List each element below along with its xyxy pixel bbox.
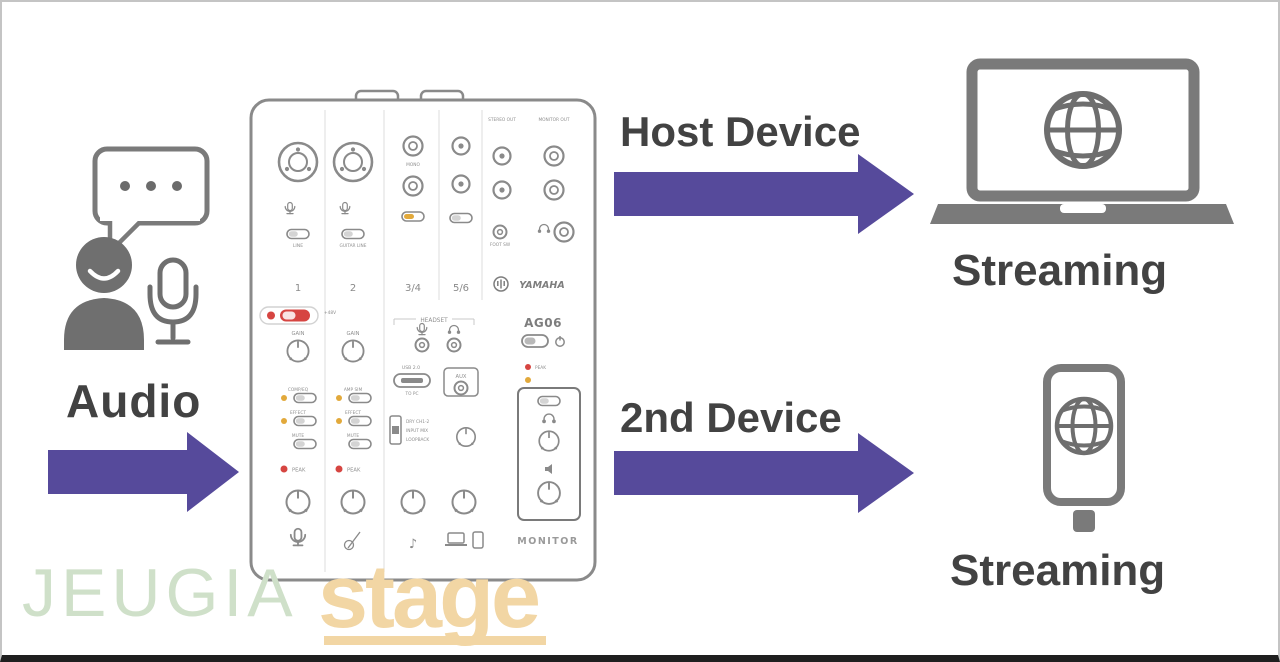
monitor-label: MONITOR: [517, 536, 578, 547]
phone-globe-icon: [1043, 364, 1125, 532]
person-icon: [64, 237, 144, 350]
mixer-channel-2: GUITAR LINE 2 GAIN AMP SIM EFFECT MUTE P…: [332, 141, 374, 551]
ch2-number: 2: [350, 283, 356, 294]
phone-small-icon: [472, 531, 484, 549]
foot-sw-label: FOOT SW: [490, 242, 511, 248]
mixer-channel-1: LINE 1 +48V GAIN COMP/EQ EFFECT MUTE PEA…: [259, 141, 336, 547]
host-device-label: Host Device: [620, 108, 861, 155]
usb-label: USB 2.0: [402, 365, 420, 371]
power-switch: [521, 334, 565, 348]
yamaha-logo-icon: [493, 276, 509, 292]
mixer-master-section: STEREO OUT MONITOR OUT FOOT SW YAMAHA AG…: [488, 117, 581, 547]
ch2-mute-label: MUTE: [347, 433, 359, 439]
microphone-icon: [147, 257, 199, 345]
laptop-base: [930, 204, 1234, 224]
music-note-icon: ♪: [409, 537, 417, 552]
globe-icon: [1044, 91, 1122, 169]
ch1-mute-label: MUTE: [292, 433, 304, 439]
ch1-effect-label: EFFECT: [290, 410, 306, 416]
arrow-mixer-to-second: [614, 433, 914, 513]
ch1-compeq-label: COMP/EQ: [288, 387, 309, 393]
monitor-box: [517, 387, 581, 521]
mode-loopback-label: LOOPBACK: [406, 437, 429, 443]
mixer-model: AG06: [524, 316, 562, 330]
arrow-mixer-to-host: [614, 154, 914, 234]
ch34-mono-label: MONO: [406, 162, 420, 168]
ch2-effect-label: EFFECT: [345, 410, 361, 416]
ch2-guitar-line-label: GUITAR LINE: [340, 243, 367, 249]
ch1-line-label: LINE: [293, 243, 303, 249]
ch34-number: 3/4: [405, 283, 421, 294]
phantom-switch: +48V: [259, 306, 336, 325]
to-pc-label: TO PC: [405, 391, 419, 397]
aux-label: AUX: [456, 374, 467, 380]
watermark-underline: [324, 636, 546, 645]
speech-bubble-icon: [92, 146, 210, 255]
audio-mixer-illustration: LINE 1 +48V GAIN COMP/EQ EFFECT MUTE PEA…: [249, 89, 597, 582]
phantom-label: +48V: [324, 310, 336, 316]
mixer-channel-56: 5/6 AUX: [443, 136, 484, 549]
stereo-out-label: STEREO OUT: [488, 117, 516, 123]
streaming-label-second: Streaming: [950, 546, 1166, 595]
ch1-gain-label: GAIN: [292, 331, 305, 337]
ch2-ampsim-label: AMP SIM: [344, 387, 363, 393]
headset-section: HEADSET: [393, 318, 475, 353]
laptop-globe-icon: [930, 58, 1234, 224]
ch1-number: 1: [295, 283, 301, 294]
headset-label: HEADSET: [420, 318, 448, 324]
monitor-out-label: MONITOR OUT: [538, 117, 569, 123]
master-peak-label: PEAK: [535, 365, 546, 371]
phone-connector: [1073, 510, 1095, 532]
usb-section: USB 2.0 TO PC: [393, 365, 431, 397]
ch56-number: 5/6: [453, 283, 469, 294]
streaming-label-host: Streaming: [952, 246, 1168, 295]
audio-label: Audio: [66, 375, 202, 427]
mixer-channel-34: MONO 3/4 HEADSET USB 2.0 TO PC: [389, 135, 475, 552]
second-device-label: 2nd Device: [620, 394, 842, 441]
mixer-brand: YAMAHA: [519, 280, 564, 291]
ch2-gain-label: GAIN: [347, 331, 360, 337]
mode-switch-section: DRY CH1-2 INPUT MIX LOOPBACK: [389, 415, 430, 445]
ch1-peak-label: PEAK: [292, 468, 306, 474]
mode-dry-label: DRY CH1-2: [406, 419, 430, 425]
arrow-audio-to-mixer: [48, 432, 239, 512]
ch2-peak-label: PEAK: [347, 468, 361, 474]
mode-inputmix-label: INPUT MIX: [406, 428, 428, 434]
laptop-small-icon: [445, 532, 467, 546]
aux-section: AUX: [443, 367, 479, 397]
speaker-icon: [545, 464, 552, 474]
phone-body: [1043, 364, 1125, 506]
globe-icon: [1054, 396, 1114, 456]
person-speech-icon: [64, 146, 210, 350]
power-icon: [555, 336, 565, 347]
guitar-icon: [343, 531, 361, 551]
